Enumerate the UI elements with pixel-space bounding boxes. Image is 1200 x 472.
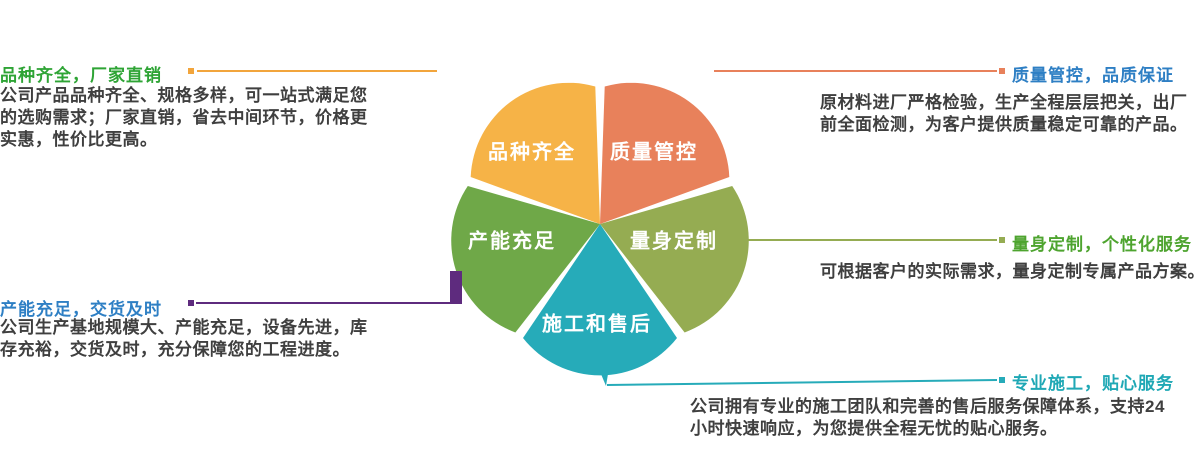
connector-aftersale [606,379,998,386]
petal-quality [600,82,730,224]
petal-capacity [451,185,600,333]
callout-title-aftersale: 专业施工，贴心服务 [1012,374,1174,393]
callout-body-custom: 可根据客户的实际需求，量身定制专属产品方案。 [820,262,1200,281]
capacity-flag [450,271,462,304]
flower [451,82,749,376]
petal-label-custom: 量身定制 [630,230,718,253]
callout-body-aftersale: 公司拥有专业的施工团队和完善的售后服务保障体系，支持24 小时快速响应，为您提供… [690,397,1165,438]
flower-bottom-pointer [586,338,614,386]
petal-label-quality: 质量管控 [610,141,698,164]
petal-label-variety: 品种齐全 [488,141,576,164]
petal-label-aftersale: 施工和售后 [542,313,652,336]
callout-title-variety: 品种齐全，厂家直销 [0,66,162,85]
connector-aftersale-endpoint [999,377,1005,383]
callout-body-variety: 公司产品品种齐全、规格多样，可一站式满足您 的选购需求；厂家直销，省去中间环节，… [0,86,368,149]
callout-title-custom: 量身定制，个性化服务 [1012,235,1192,254]
callout-body-capacity: 公司生产基地规模大、产能充足，设备先进，库 存充裕，交货及时，充分保障您的工程进… [0,318,368,359]
connector-variety-endpoint [188,68,194,74]
callout-title-capacity: 产能充足，交货及时 [0,300,162,319]
petal-custom [600,185,749,333]
callout-body-quality: 原材料进厂严格检验，生产全程层层把关，出厂 前全面检测，为客户提供质量稳定可靠的… [820,93,1188,134]
petal-label-capacity: 产能充足 [468,230,556,253]
connector-custom-endpoint [999,237,1005,243]
connector-quality-endpoint [999,68,1005,74]
petal-aftersale [523,224,677,376]
callout-title-quality: 质量管控，品质保证 [1012,66,1174,85]
connector-capacity-endpoint [188,300,194,306]
petal-variety [470,82,600,224]
